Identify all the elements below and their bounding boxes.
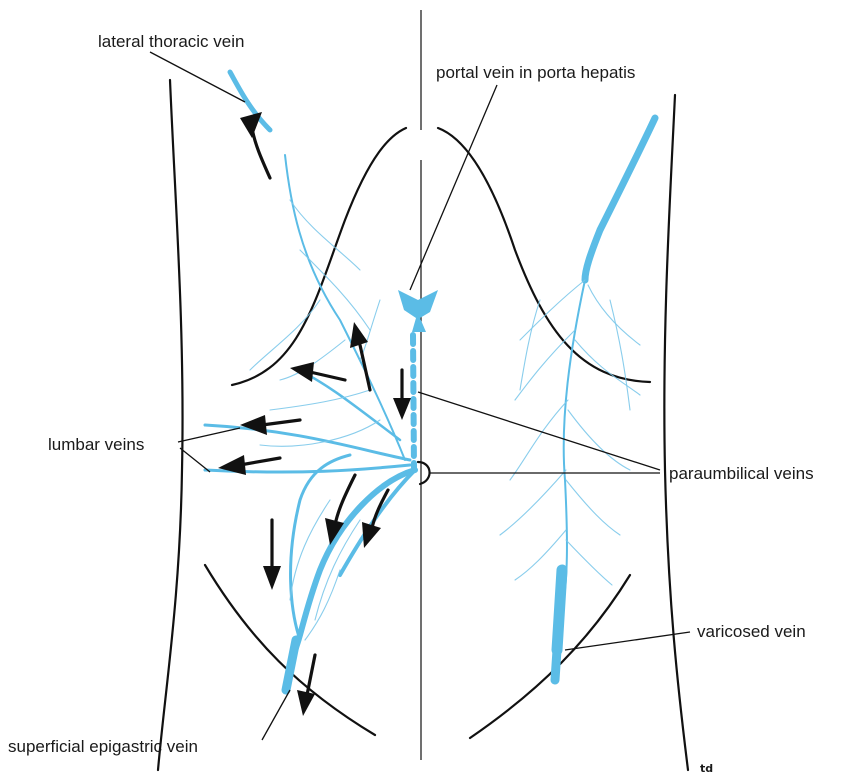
label-paraumbilical-veins: paraumbilical veins [669, 464, 814, 483]
varicosed-vein-upper [585, 118, 655, 280]
leader-varicosed [565, 632, 690, 650]
arrow-down-left-3 [263, 520, 281, 590]
left-main-vein [295, 470, 415, 650]
umbilicus [418, 462, 430, 484]
right-flank [664, 95, 688, 770]
vein-twigs [250, 200, 640, 640]
leader-lines [150, 52, 690, 740]
portal-vein-blob [398, 290, 438, 332]
paraumbilical-vein-dashed [413, 335, 414, 470]
arrow-down-midline [393, 370, 411, 420]
leader-portal [410, 85, 497, 290]
label-varicosed-vein: varicosed vein [697, 622, 806, 641]
leader-lumbar-2 [180, 448, 210, 472]
body-outline [158, 10, 688, 770]
arrow-up-portal [350, 322, 370, 390]
leader-paraumbilical-1 [418, 392, 660, 470]
left-costal-margin [232, 128, 406, 385]
label-lateral-thoracic-vein: lateral thoracic vein [98, 32, 244, 51]
artist-signature: td [700, 762, 713, 775]
label-portal-vein: portal vein in porta hepatis [436, 63, 635, 82]
right-inguinal-line [470, 575, 630, 738]
leader-lumbar-1 [178, 428, 240, 442]
varicosed-vein-lower [557, 570, 562, 650]
label-lumbar-veins: lumbar veins [48, 435, 144, 454]
veins [205, 72, 655, 690]
leader-epigastric [262, 690, 290, 740]
label-superficial-epigastric-vein: superficial epigastric vein [8, 737, 198, 756]
right-costal-margin [438, 128, 650, 382]
left-flank [158, 80, 183, 770]
